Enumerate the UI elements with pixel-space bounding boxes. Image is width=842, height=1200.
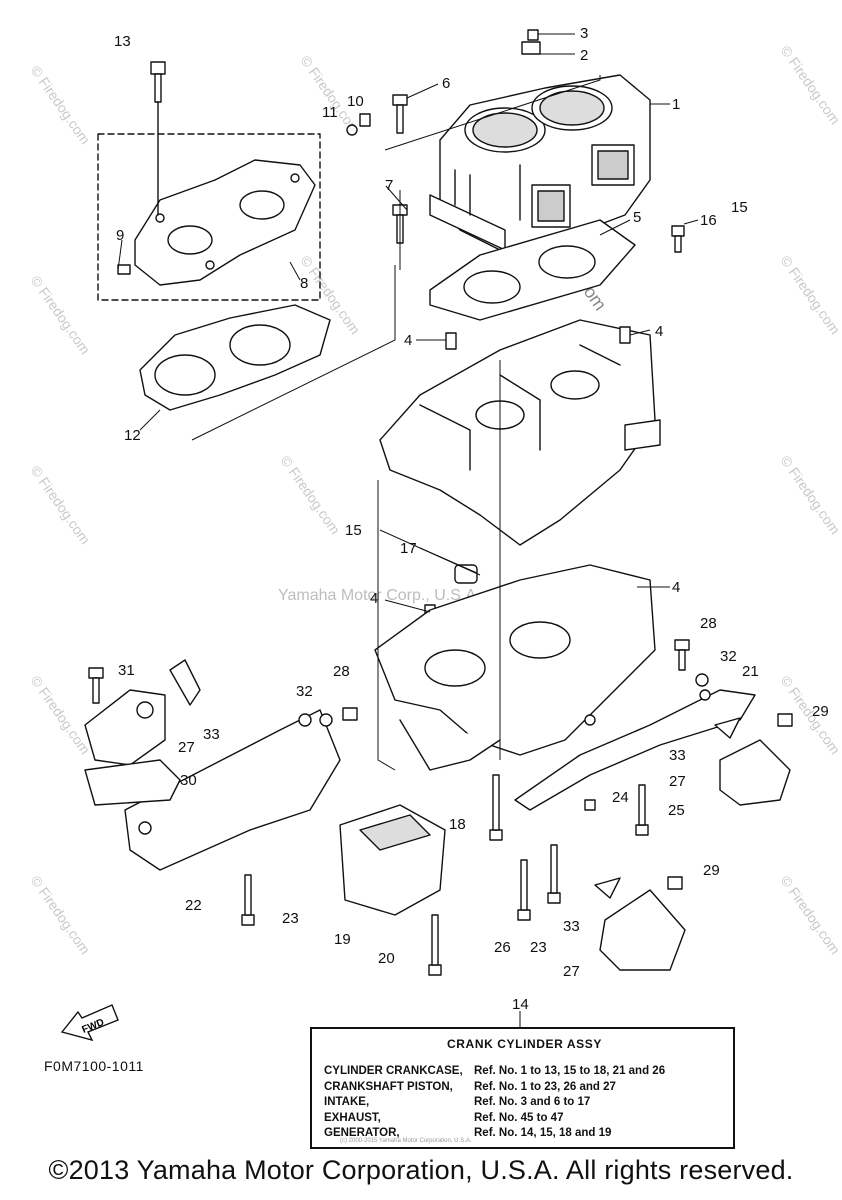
- legend-value: Ref. No. 45 to 47: [474, 1111, 564, 1124]
- side-watermark: © Firedog.com: [28, 273, 94, 358]
- legend-row: CYLINDER CRANKCASE, Ref. No. 1 to 13, 15…: [324, 1064, 725, 1080]
- left-engine-bracket: [124, 709, 341, 871]
- callout-29: 29: [703, 862, 720, 879]
- washers: [319, 673, 709, 727]
- callout-22: 22: [185, 897, 202, 914]
- callout-33: 33: [669, 747, 686, 764]
- callout-10: 10: [347, 93, 364, 110]
- forward-arrow-icon: FWD: [60, 1004, 119, 1042]
- engine-mount-bracket: [514, 689, 756, 811]
- callout-28: 28: [333, 663, 350, 680]
- side-watermark: © Firedog.com: [278, 453, 344, 538]
- callout-labels: 1 2 3 4 4 4 4 5 6 7 8 9 10 11 12 13 15 1…: [114, 25, 829, 980]
- callout-12: 12: [124, 427, 141, 444]
- callout-23: 23: [282, 910, 299, 927]
- legend-value: Ref. No. 1 to 13, 15 to 18, 21 and 26: [474, 1065, 666, 1077]
- legend-row: INTAKE, Ref. No. 3 and 6 to 17: [324, 1095, 725, 1111]
- legend-label: CRANKSHAFT PISTON,: [324, 1080, 453, 1093]
- callout-17: 17: [400, 540, 417, 557]
- callout-28: 28: [700, 615, 717, 632]
- callout-16: 16: [700, 212, 717, 229]
- callout-2: 2: [580, 47, 588, 64]
- engine-mount: [339, 804, 446, 916]
- callout-14: 14: [512, 996, 529, 1013]
- callout-4: 4: [655, 323, 663, 340]
- callout-13: 13: [114, 33, 131, 50]
- callout-11: 11: [322, 104, 338, 121]
- callout-31: 31: [118, 662, 135, 679]
- intake-mount-left: [84, 689, 181, 806]
- callout-24: 24: [612, 789, 629, 806]
- callout-25: 25: [668, 802, 685, 819]
- figure-code: F0M7100-1011: [44, 1058, 144, 1074]
- callout-4: 4: [672, 579, 680, 596]
- callout-8: 8: [300, 275, 308, 292]
- assembly-legend: CRANK CYLINDER ASSY CYLINDER CRANKCASE, …: [310, 1027, 735, 1149]
- legend-value: Ref. No. 3 and 6 to 17: [474, 1096, 591, 1108]
- callout-21: 21: [742, 663, 759, 680]
- cylinder-block: [429, 74, 651, 251]
- upper-crankcase: [379, 319, 661, 546]
- callout-27: 27: [563, 963, 580, 980]
- callout-33: 33: [563, 918, 580, 935]
- callout-33: 33: [203, 726, 220, 743]
- callout-29: 29: [812, 703, 829, 720]
- side-watermark: © Firedog.com: [28, 873, 94, 958]
- head-dashed-box: [97, 133, 321, 301]
- callout-7: 7: [385, 177, 393, 194]
- callout-4: 4: [370, 590, 378, 607]
- legend-title: CRANK CYLINDER ASSY: [447, 1037, 602, 1051]
- legend-value: Ref. No. 1 to 23, 26 and 27: [474, 1080, 616, 1093]
- callout-26: 26: [494, 939, 511, 956]
- head-bolts: [117, 113, 371, 275]
- callout-6: 6: [442, 75, 450, 92]
- side-watermark: © Firedog.com: [778, 43, 842, 128]
- mount-bolts: [88, 639, 793, 976]
- small-bolt: [671, 225, 685, 253]
- callout-30: 30: [180, 772, 197, 789]
- cap-nut: [521, 29, 541, 55]
- callout-32: 32: [296, 683, 313, 700]
- side-watermark: © Firedog.com: [28, 63, 94, 148]
- hose-clamps: [169, 659, 741, 899]
- cylinder-gasket: [429, 219, 636, 321]
- legend-label: CYLINDER CRANKCASE,: [324, 1065, 463, 1077]
- legend-label: INTAKE,: [324, 1096, 370, 1108]
- legend-row: EXHAUST, Ref. No. 45 to 47: [324, 1111, 725, 1127]
- side-watermark: © Firedog.com: [778, 873, 842, 958]
- callout-19: 19: [334, 931, 351, 948]
- side-watermark: © Firedog.com: [28, 463, 94, 548]
- legend-row: GENERATOR, Ref. No. 14, 15, 18 and 19: [324, 1126, 725, 1142]
- callout-15: 15: [345, 522, 362, 539]
- lower-crankcase: [374, 564, 656, 771]
- center-watermark: Yamaha Motor Corp., U.S.A.: [278, 587, 480, 604]
- long-bolt: [150, 61, 166, 216]
- side-watermark: © Firedog.com: [28, 673, 94, 758]
- callout-18: 18: [449, 816, 466, 833]
- callout-27: 27: [669, 773, 686, 790]
- head-gasket: [139, 304, 331, 411]
- side-watermark: © Firedog.com: [778, 253, 842, 338]
- copyright-footer: ©2013 Yamaha Motor Corporation, U.S.A. A…: [48, 1155, 794, 1185]
- callout-5: 5: [633, 209, 641, 226]
- callout-23: 23: [530, 939, 547, 956]
- callout-20: 20: [378, 950, 395, 967]
- callout-4: 4: [404, 332, 412, 349]
- callout-32: 32: [720, 648, 737, 665]
- legend-label: EXHAUST,: [324, 1111, 381, 1124]
- callout-15: 15: [731, 199, 748, 216]
- callout-9: 9: [116, 227, 124, 244]
- side-watermark: © Firedog.com: [778, 453, 842, 538]
- callout-1: 1: [672, 96, 680, 113]
- callout-27: 27: [178, 739, 195, 756]
- legend-label: GENERATOR,: [324, 1127, 400, 1139]
- intake-mount-right: [599, 739, 791, 971]
- leader-lines: [117, 33, 699, 771]
- legend-row: CRANKSHAFT PISTON, Ref. No. 1 to 23, 26 …: [324, 1080, 725, 1096]
- cylinder-head: [134, 159, 316, 286]
- callout-3: 3: [580, 25, 588, 42]
- small-copyright: (c) 2000-2015 Yamaha Motor Corporation, …: [340, 1138, 472, 1144]
- legend-value: Ref. No. 14, 15, 18 and 19: [474, 1127, 612, 1139]
